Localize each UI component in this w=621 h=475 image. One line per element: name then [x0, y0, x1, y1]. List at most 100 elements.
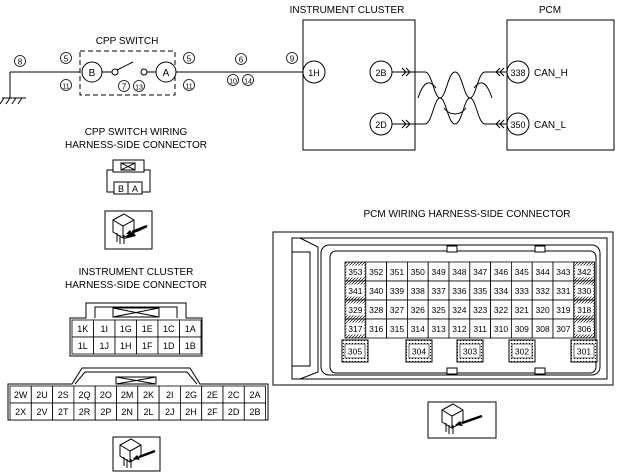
pcm-pin-337: 337 [432, 286, 446, 296]
ic-pin-2f: 2F [207, 407, 218, 417]
ic-pin-2u: 2U [36, 390, 48, 400]
pcm-power-pin-301: 301 [577, 347, 591, 357]
pcm-terminal-350-label: 350 [510, 120, 525, 130]
ic-connector-section: INSTRUMENT CLUSTER HARNESS-SIDE CONNECTO… [7, 267, 269, 472]
ic-terminal-2b-label: 2B [375, 68, 386, 78]
ic-pin-1l: 1L [78, 341, 88, 351]
pcm-pin-326: 326 [411, 305, 425, 315]
pcm-pin-330: 330 [577, 286, 591, 296]
pcm-title: PCM [539, 5, 561, 16]
ic-pin-2v: 2V [36, 407, 47, 417]
pcm-pin-317: 317 [348, 324, 362, 334]
cpp-connector-section: CPP SWITCH WIRING HARNESS-SIDE CONNECTOR… [65, 127, 207, 250]
pcm-pin-332: 332 [536, 286, 550, 296]
ic-pin-2t: 2T [58, 407, 69, 417]
ic-pin-2x: 2X [15, 407, 26, 417]
circled-8: 8 [18, 58, 23, 67]
pcm-pin-306: 306 [577, 324, 591, 334]
can-l-label: CAN_L [534, 120, 567, 131]
ic-pin-2r: 2R [79, 407, 91, 417]
pcm-pin-345: 345 [515, 267, 529, 277]
connector-arrows [401, 67, 505, 129]
ic-pin-2b: 2B [249, 407, 260, 417]
ground-icon [0, 72, 26, 105]
pcm-pin-353: 353 [348, 267, 362, 277]
pcm-pin-314: 314 [411, 324, 425, 334]
pcm-pin-325: 325 [432, 305, 446, 315]
pcm-pin-310: 310 [494, 324, 508, 334]
ic-pin-2c: 2C [228, 390, 240, 400]
pcm-pin-334: 334 [494, 286, 508, 296]
cpp-switch-title: CPP SWITCH [96, 36, 159, 47]
pcm-connector-title: PCM WIRING HARNESS-SIDE CONNECTOR [363, 209, 570, 220]
pcm-pin-318: 318 [577, 305, 591, 315]
instrument-cluster-title: INSTRUMENT CLUSTER [290, 5, 405, 16]
switch-blade [116, 61, 134, 71]
pcm-pin-320: 320 [536, 305, 550, 315]
pcm-pin-328: 328 [369, 305, 383, 315]
pcm-pin-350: 350 [411, 267, 425, 277]
pcm-power-pin-304: 304 [412, 347, 426, 357]
inspect-connector-icon [104, 210, 153, 250]
ic-terminal-1h-label: 1H [308, 68, 320, 78]
pcm-terminal-338-label: 338 [510, 68, 525, 78]
circled-11-right: 11 [185, 84, 192, 91]
inspect-connector-icon [427, 401, 497, 439]
cpp-pin-a-label: A [132, 184, 138, 194]
pcm-pin-336: 336 [452, 286, 466, 296]
ic-pin-2j: 2J [165, 407, 175, 417]
cpp-terminal-b-label: B [89, 68, 96, 79]
ic-pin-2b-cell [243, 402, 267, 421]
ic-connector-title-1: INSTRUMENT CLUSTER [79, 267, 194, 278]
pcm-pin-335: 335 [473, 286, 487, 296]
pcm-pin-333: 333 [515, 286, 529, 296]
pcm-power-pin-302: 302 [515, 347, 529, 357]
pcm-pin-346: 346 [494, 267, 508, 277]
pcm-pin-323: 323 [473, 305, 487, 315]
pcm-pin-349: 349 [432, 267, 446, 277]
ic-pin-2w: 2W [14, 390, 28, 400]
ic-pin-2d: 2D [228, 407, 240, 417]
pcm-pin-351: 351 [390, 267, 404, 277]
ic-pin-1d: 1D [163, 341, 175, 351]
circled-13: 13 [135, 85, 143, 92]
ic-pin-2e: 2E [207, 390, 218, 400]
pcm-pin-309: 309 [515, 324, 529, 334]
pcm-pin-324: 324 [452, 305, 466, 315]
ic-pin-2l: 2L [143, 407, 153, 417]
pcm-pin-340: 340 [369, 286, 383, 296]
cpp-connector-title-2: HARNESS-SIDE CONNECTOR [65, 140, 207, 151]
ic-pin-2g: 2G [185, 390, 197, 400]
switch-contact-right [140, 68, 148, 76]
circled-6: 6 [239, 56, 244, 65]
ic-pin-1i: 1I [100, 324, 108, 334]
ic-pin-2a: 2A [249, 390, 260, 400]
pcm-pin-339: 339 [390, 286, 404, 296]
pcm-pin-347: 347 [473, 267, 487, 277]
pcm-pin-313: 313 [432, 324, 446, 334]
ic-pin-2s: 2S [58, 390, 69, 400]
pcm-pin-329: 329 [348, 305, 362, 315]
ic-pin-1a: 1A [185, 324, 196, 334]
pcm-pin-327: 327 [390, 305, 404, 315]
pcm-pin-331: 331 [556, 286, 570, 296]
pcm-pin-342: 342 [577, 267, 591, 277]
switch-contact-left [111, 68, 119, 76]
pcm-pin-348: 348 [452, 267, 466, 277]
pcm-pin-316: 316 [369, 324, 383, 334]
circled-numbers: 8 5 11 7 13 5 11 6 10 14 9 [14, 52, 298, 92]
ic-pin-2p: 2P [100, 407, 111, 417]
pcm-pin-338: 338 [411, 286, 425, 296]
ic-pin-1h: 1H [120, 341, 132, 351]
ic-pin-1c: 1C [163, 324, 175, 334]
schematic: CPP SWITCH B A INSTRUMENT CLUSTER 1H 2B … [0, 5, 615, 151]
pcm-pin-308: 308 [536, 324, 550, 334]
ic-pin-2i: 2I [166, 390, 174, 400]
ic-pin-2k: 2K [143, 390, 154, 400]
ic-terminal-2d-label: 2D [375, 120, 387, 130]
circled-5-right: 5 [187, 55, 192, 64]
